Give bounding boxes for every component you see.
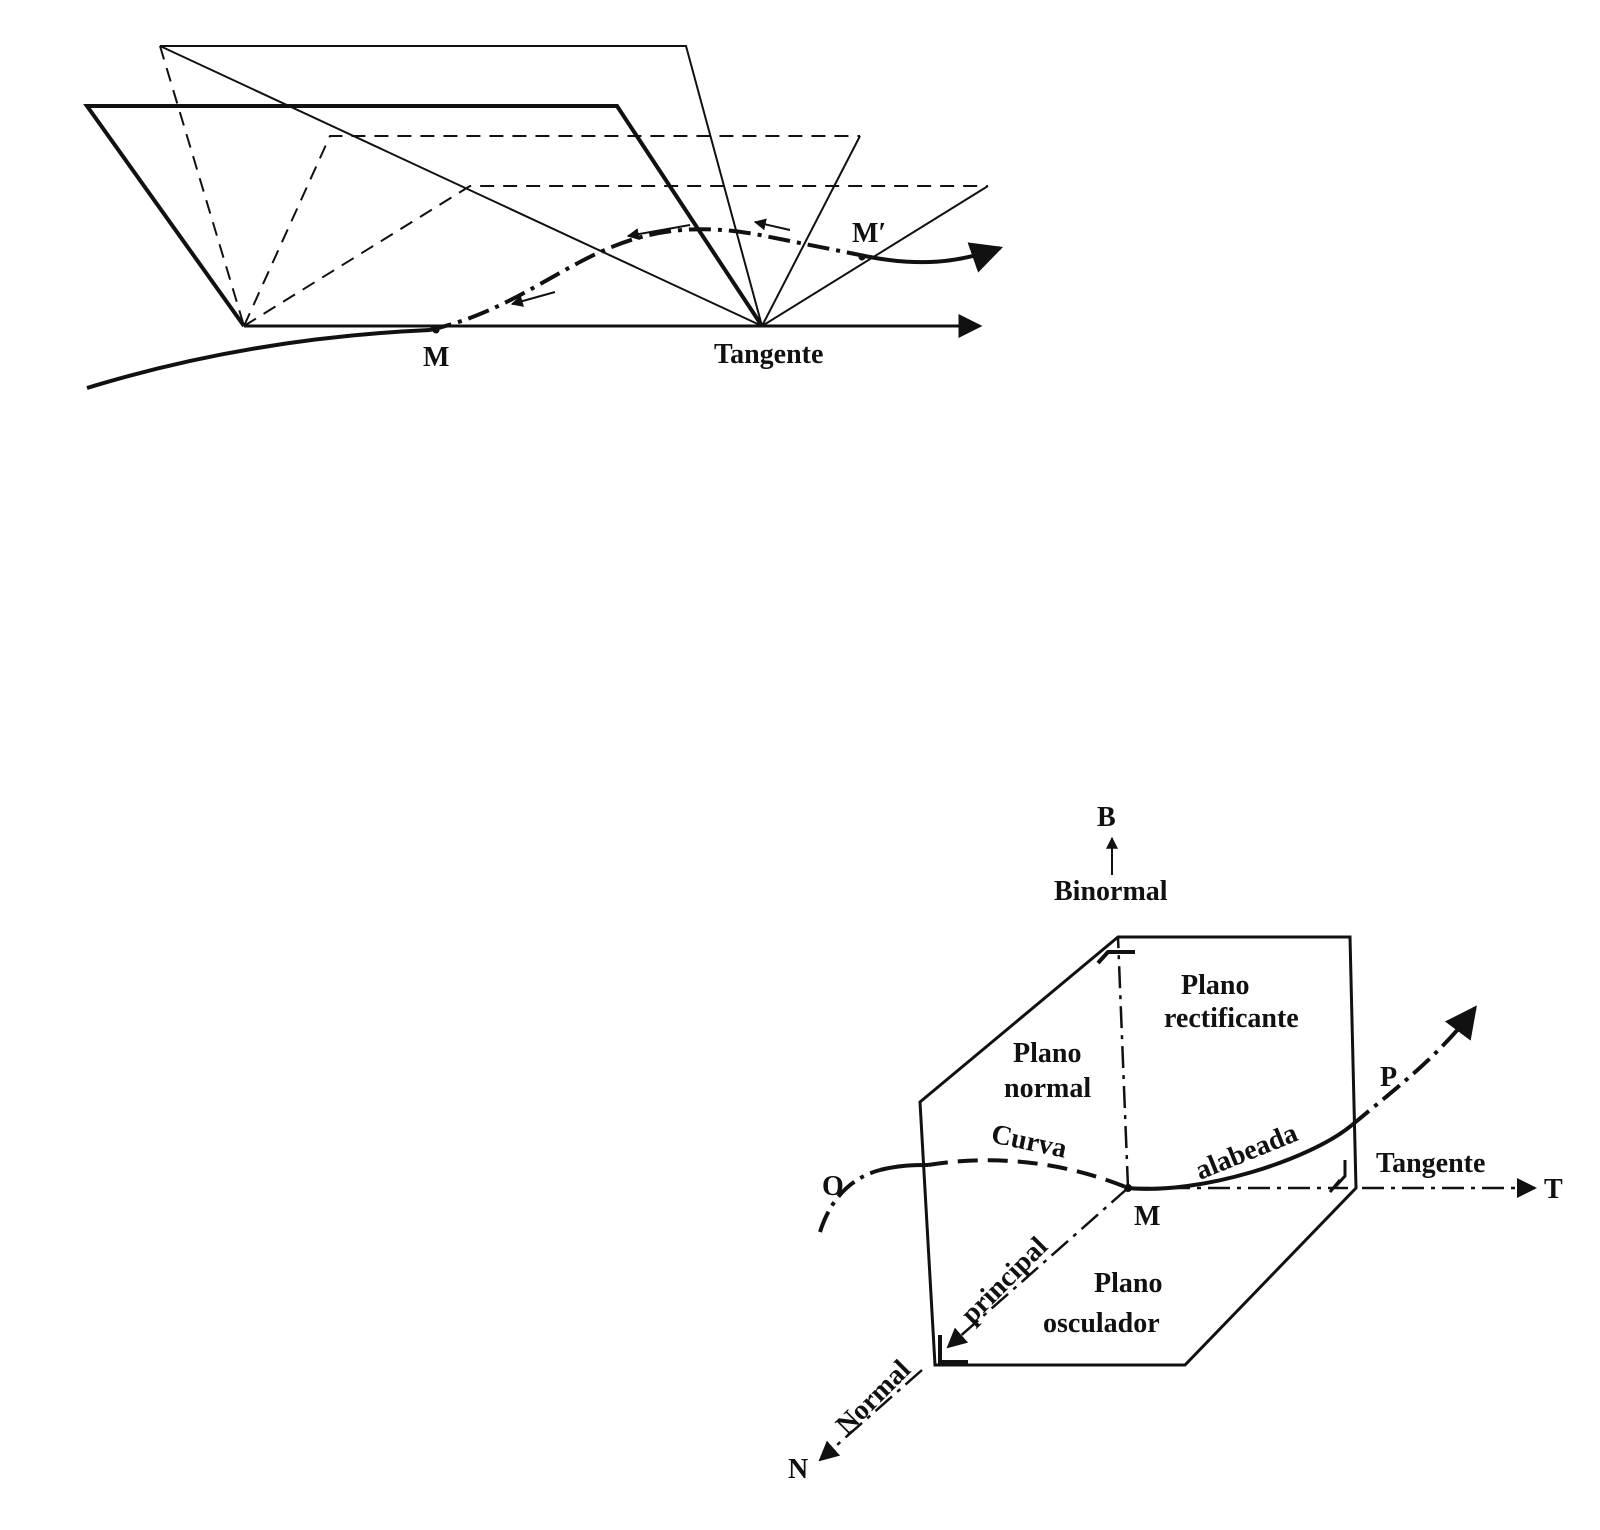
label-binormal: Binormal [1054, 876, 1168, 907]
inner-plane-edge [761, 135, 861, 327]
label-m-prime: M′ [852, 218, 886, 249]
binormal-axis [1116, 936, 1130, 1189]
label-tangente-1: Tangente [714, 339, 823, 370]
front-plane-outline [83, 104, 764, 328]
label-b: B [1097, 802, 1116, 833]
label-plano-normal-1: Plano [1013, 1038, 1081, 1069]
point-m-prime-dot [858, 253, 866, 261]
corner-mark-bottom [938, 1335, 968, 1364]
label-m-2: M [1134, 1201, 1160, 1232]
label-m: M [423, 342, 449, 373]
curve-solid-left [879, 1163, 929, 1172]
curve-solid-alabeada [1127, 1123, 1354, 1191]
back-plane-hidden-edge [159, 45, 245, 327]
point-m-dot-2 [1124, 1184, 1132, 1192]
curve-arrow-1 [510, 291, 556, 307]
label-plano-rectificante-1: Plano [1181, 970, 1249, 1001]
label-n: N [788, 1454, 808, 1485]
curve-arrow-3 [753, 218, 791, 231]
label-principal: principal [955, 1231, 1054, 1330]
normal-axis-inner [946, 1187, 1129, 1349]
label-alabeada: alabeada [1191, 1118, 1302, 1187]
point-m-dot [432, 326, 440, 334]
plane-outline [918, 935, 1358, 1367]
label-tangente-2: Tangente [1376, 1148, 1485, 1179]
curve-solid-start [86, 328, 431, 390]
curve-dashed-inside [927, 1158, 1129, 1190]
label-plano-normal-2: normal [1004, 1073, 1091, 1104]
curve-dashdot-right [1350, 1005, 1477, 1127]
far-plane-dashed [243, 185, 988, 327]
curve-arrow-2 [626, 224, 691, 241]
corner-mark-right [1328, 1160, 1347, 1193]
inner-plane-dashed [243, 135, 860, 327]
figure-1-planes [83, 45, 1004, 390]
label-curva: Curva [989, 1119, 1070, 1165]
corner-mark-top [1096, 950, 1135, 965]
curve-outside-left [818, 1168, 881, 1233]
label-p: P [1380, 1062, 1397, 1093]
label-normal: Normal [830, 1354, 917, 1441]
label-plano-rectificante-2: rectificante [1164, 1003, 1299, 1034]
figure-2-frame [818, 836, 1537, 1462]
label-plano-osculador-2: osculador [1043, 1308, 1160, 1339]
label-t: T [1544, 1174, 1563, 1205]
curve-dashdot [429, 227, 861, 332]
label-plano-osculador-1: Plano [1094, 1268, 1162, 1299]
label-o: O [822, 1171, 844, 1202]
curve-solid-end [859, 242, 1004, 273]
